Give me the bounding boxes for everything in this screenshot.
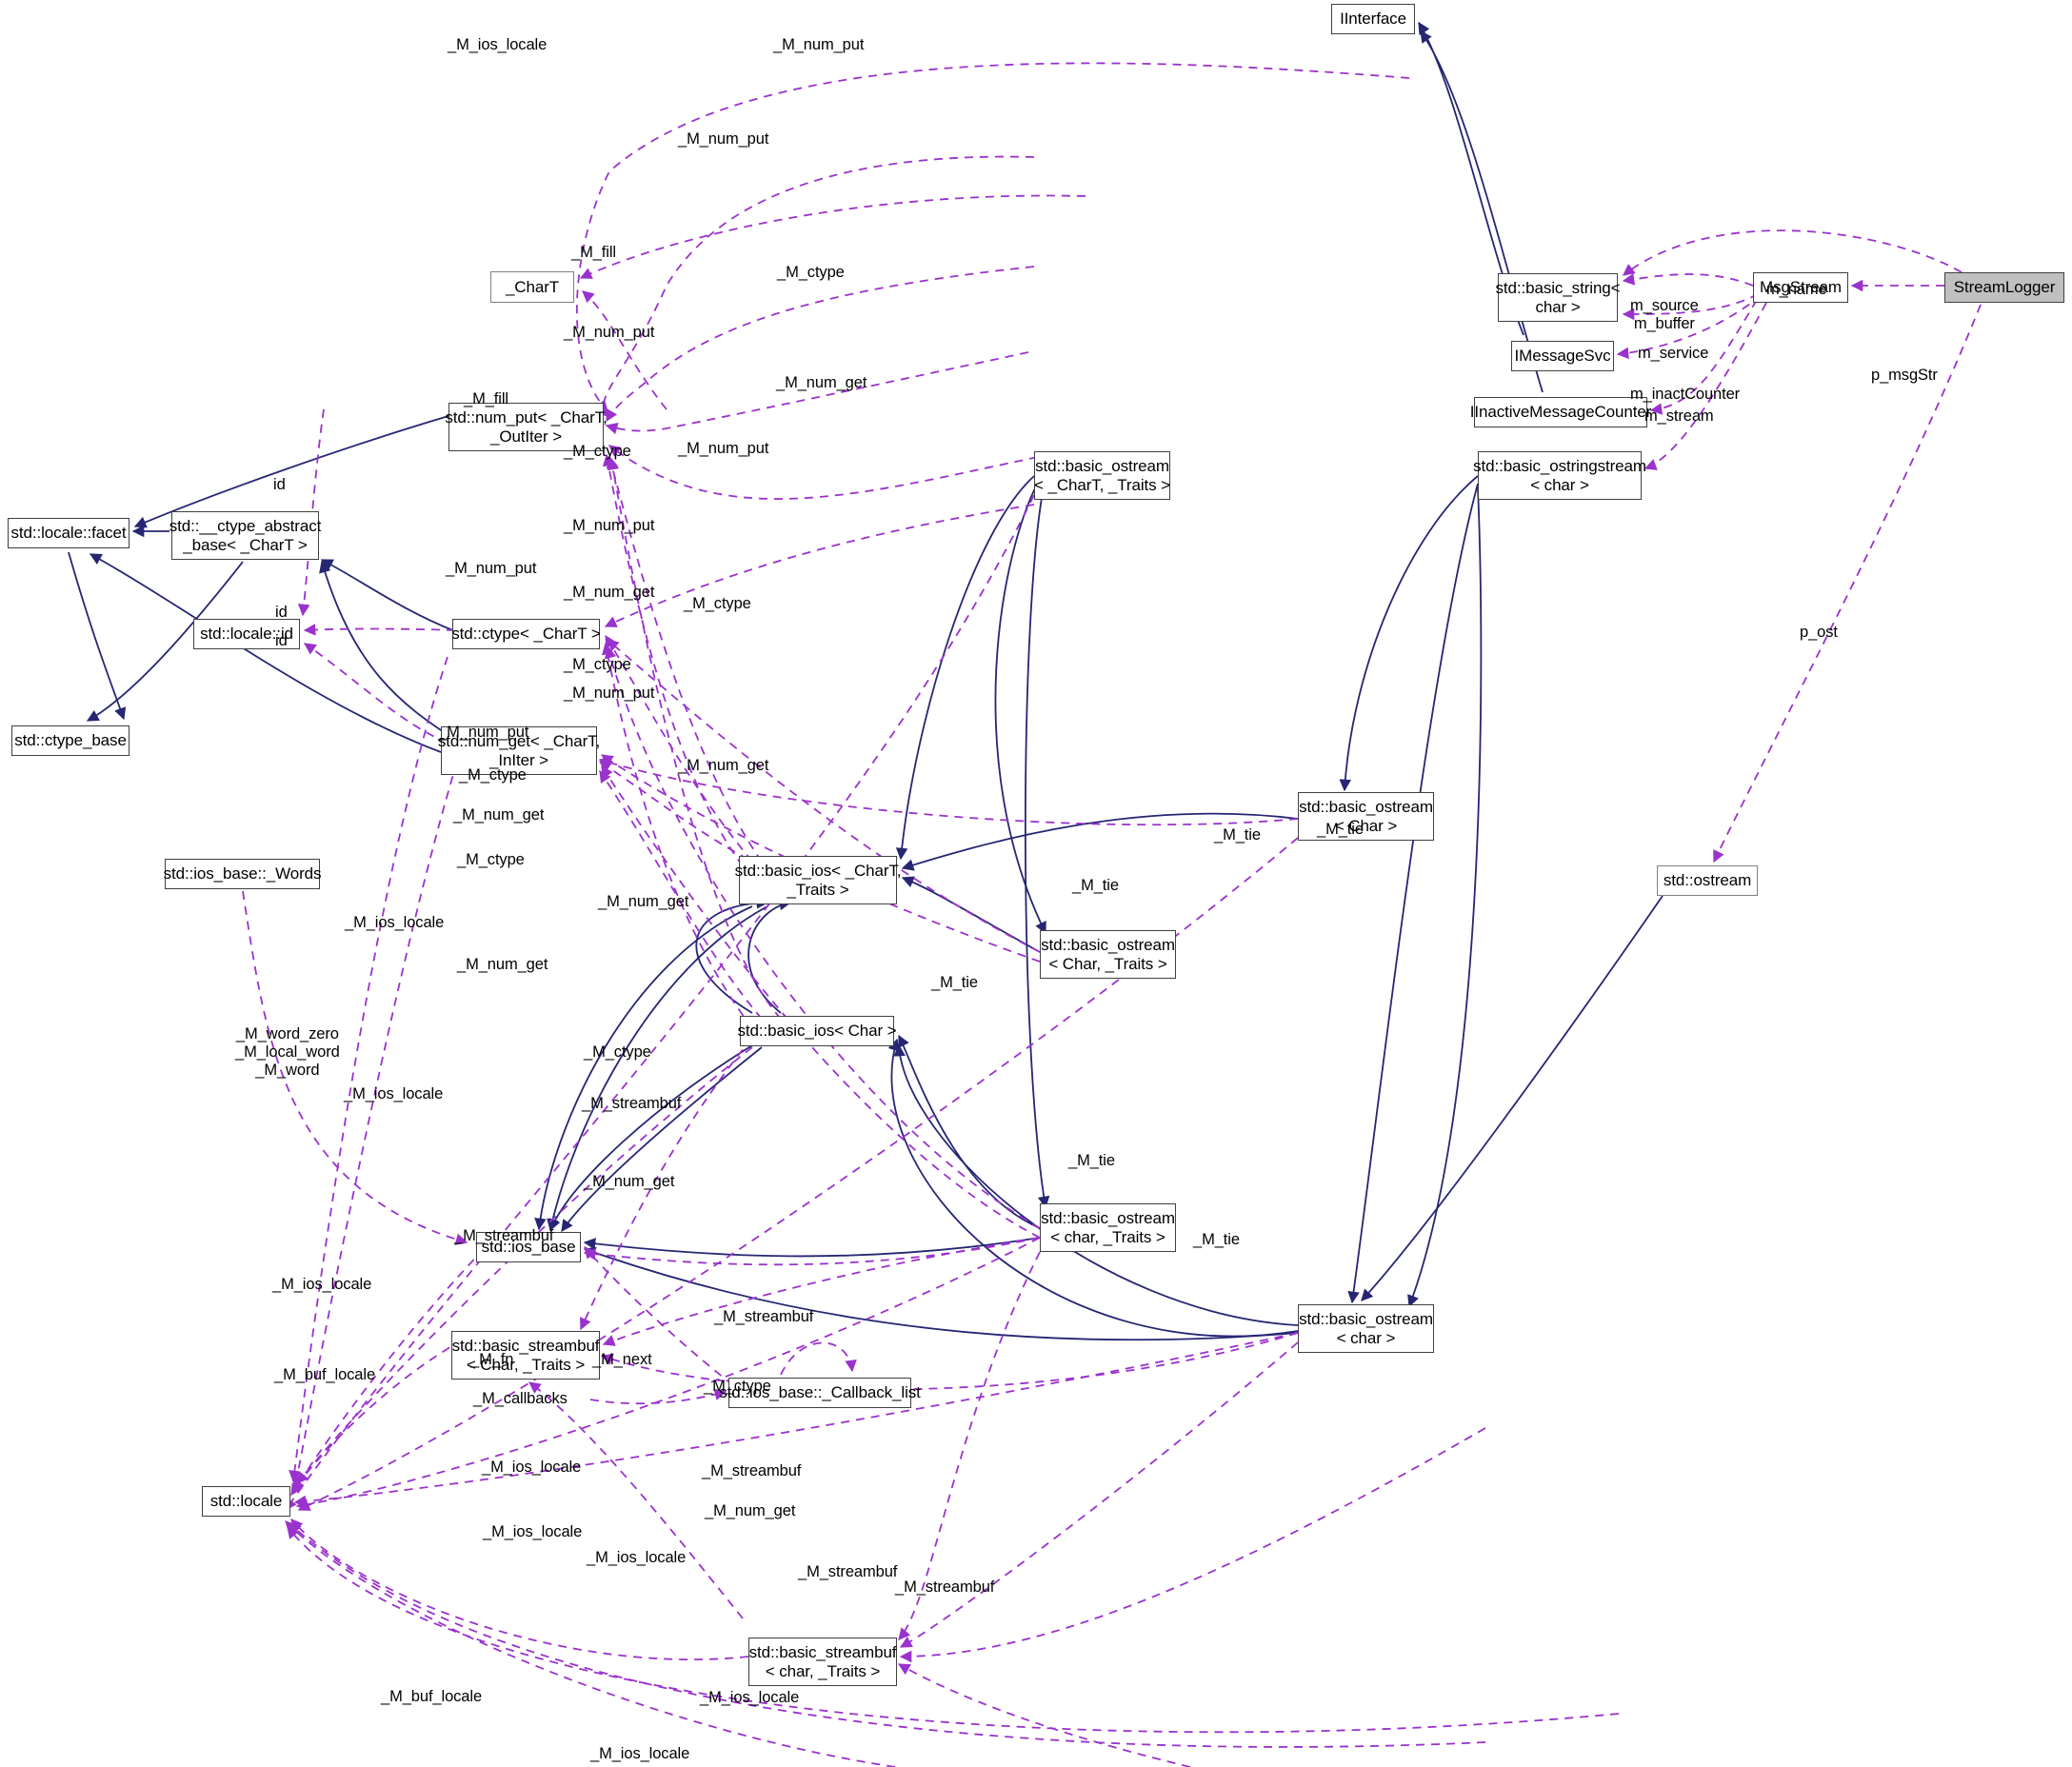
edge-label: m_service xyxy=(1638,345,1709,362)
edge-label: _M_ios_locale xyxy=(345,914,445,931)
edge-label: _M_callbacks xyxy=(473,1390,568,1407)
edge-label: _M_next xyxy=(592,1351,652,1368)
edge-label: _M_tie xyxy=(1068,1152,1115,1169)
edge-label: _M_ctype xyxy=(704,1378,771,1395)
class-node-IInactiveMessageCounter[interactable]: IInactiveMessageCounter xyxy=(1470,397,1651,427)
edge-label: _M_ios_locale xyxy=(590,1745,690,1762)
edge-label: _M_word_zero _M_local_word _M_word xyxy=(235,1025,340,1079)
edge-label: id xyxy=(275,604,288,621)
edge-label: id xyxy=(275,632,288,649)
class-node-basic_ostream_char[interactable]: std::basic_ostream < char > xyxy=(1298,1304,1434,1353)
edge-label: _M_streambuf xyxy=(702,1462,802,1479)
edge-label: _M_num_put xyxy=(773,36,865,53)
edge-label: _M_streambuf xyxy=(714,1308,814,1325)
edge-label: _M_tie xyxy=(1193,1231,1240,1248)
edge-label: _M_num_put xyxy=(564,685,655,702)
edge-label: _M_buf_locale xyxy=(381,1688,483,1705)
edge-label: _M_num_get xyxy=(598,893,689,910)
edge-label: _M_num_get xyxy=(705,1502,796,1519)
edge-label: _M_num_put xyxy=(678,440,769,457)
edge-label: _M_num_get xyxy=(678,757,769,774)
class-node-num_put_CharT[interactable]: std::num_put< _CharT, _OutIter > xyxy=(445,403,608,451)
edge-label: _M_streambuf xyxy=(895,1578,995,1596)
edge-label-p-ost: p_ost xyxy=(1800,624,1838,641)
class-node-ctype_base[interactable]: std::ctype_base xyxy=(11,725,130,756)
edge-label: _M_ctype xyxy=(457,851,525,868)
edge-label: _M_buf_locale xyxy=(274,1366,376,1383)
edge-label: _M_streambuf xyxy=(582,1095,682,1112)
class-node-locale[interactable]: std::locale xyxy=(202,1486,290,1517)
edge-label: _M_ctype xyxy=(459,766,527,784)
edge-label: _M_num_put xyxy=(564,517,655,534)
edge-label: _M_ctype xyxy=(777,264,845,281)
class-node-basic_ostream_Char[interactable]: std::basic_ostream < Char > xyxy=(1298,792,1434,841)
class-node-ctype_CharT[interactable]: std::ctype< _CharT > xyxy=(451,619,601,649)
edge-label: _M_num_put xyxy=(678,130,769,148)
edge-label: _M_ios_locale xyxy=(272,1276,372,1293)
class-node-ios_base[interactable]: std::ios_base xyxy=(476,1232,581,1262)
edge-label: m_source m_buffer xyxy=(1630,297,1699,332)
edge-label: _M_num_put xyxy=(438,724,529,741)
class-node-Callback_list[interactable]: std::ios_base::_Callback_list xyxy=(719,1378,921,1408)
edge-label: _M_ctype xyxy=(564,656,631,673)
edge-label: _M_fill xyxy=(464,390,508,407)
edge-label: m_name xyxy=(1766,281,1827,298)
edge-label: _M_ctype xyxy=(684,595,751,612)
class-node-IMessageSvc[interactable]: IMessageSvc xyxy=(1511,341,1614,371)
edge-label: _M_ctype xyxy=(564,443,631,460)
edge-label: _M_tie xyxy=(1317,821,1364,838)
edge-label: _M_streambuf xyxy=(798,1563,898,1580)
class-node-CharT[interactable]: _CharT xyxy=(490,271,574,303)
edge-label: _M_ios_locale xyxy=(482,1459,582,1476)
edge-label: _M_ios_locale xyxy=(700,1689,800,1706)
class-node-basic_ios_CharT_Traits[interactable]: std::basic_ios< _CharT, _Traits > xyxy=(735,856,902,904)
edge-label: _M_ios_locale xyxy=(448,36,548,53)
edge-label: _M_streambuf xyxy=(454,1227,554,1244)
class-node-basic_ostream_CharT_Traits[interactable]: std::basic_ostream < _CharT, _Traits > xyxy=(1034,451,1170,500)
edge-label: _M_tie xyxy=(931,974,978,991)
edge-label: id xyxy=(273,476,286,493)
edge-label: _M_num_get xyxy=(453,806,545,824)
class-node-StreamLogger[interactable]: StreamLogger xyxy=(1944,272,2064,303)
edge-label: _M_num_get xyxy=(457,956,548,973)
class-node-basic_ostream_Char_Traits[interactable]: std::basic_ostream < Char, _Traits > xyxy=(1040,930,1176,979)
class-node-IInterface[interactable]: IInterface xyxy=(1331,4,1415,34)
edge-label: _M_num_get xyxy=(564,584,655,601)
class-node-MsgStream[interactable]: MsgStream xyxy=(1753,272,1848,303)
edge-label: _M_ios_locale xyxy=(483,1523,583,1540)
edge-label: _M_ios_locale xyxy=(587,1549,687,1566)
class-node-basic_string_char[interactable]: std::basic_string< char > xyxy=(1496,273,1621,322)
class-node-num_get_CharT[interactable]: std::num_get< _CharT, _InIter > xyxy=(438,726,600,775)
edge-label: p_msgStr xyxy=(1871,367,1938,384)
class-node-ostream_node[interactable]: std::ostream xyxy=(1657,865,1758,896)
edge-label: _M_ctype xyxy=(584,1043,651,1061)
class-node-basic_ostringstream_char[interactable]: std::basic_ostringstream < char > xyxy=(1473,451,1646,500)
class-node-ctype_abstract_base[interactable]: std::__ctype_abstract _base< _CharT > xyxy=(169,511,321,560)
class-node-ios_base_Words[interactable]: std::ios_base::_Words xyxy=(164,859,322,889)
edge-label: _M_num_get xyxy=(776,374,867,391)
edge-label: _M_num_put xyxy=(564,324,655,341)
class-node-basic_streambuf_char_Traits[interactable]: std::basic_streambuf < char, _Traits > xyxy=(748,1638,897,1686)
edge-label: _M_ios_locale xyxy=(344,1085,444,1102)
class-node-basic_streambuf_Char_Traits[interactable]: std::basic_streambuf < Char, _Traits > xyxy=(451,1331,600,1380)
edge-label: _M_fill xyxy=(571,244,616,261)
class-node-locale_id[interactable]: std::locale::id xyxy=(193,619,300,649)
edge-label: _M_num_put xyxy=(446,560,537,577)
edge-label: m_inactCounter xyxy=(1630,386,1741,403)
class-node-basic_ios_Char[interactable]: std::basic_ios< Char > xyxy=(738,1016,897,1046)
edge-label: _M_fn xyxy=(470,1351,514,1368)
edge-label: _M_tie xyxy=(1072,877,1119,894)
edge-label: _M_tie xyxy=(1214,826,1261,844)
edge-label: _M_num_get xyxy=(584,1173,675,1190)
class-node-locale_facet[interactable]: std::locale::facet xyxy=(8,518,130,548)
class-node-basic_ostream_char_Traits[interactable]: std::basic_ostream < char, _Traits > xyxy=(1040,1203,1176,1252)
edge-label: m_stream xyxy=(1644,407,1714,425)
